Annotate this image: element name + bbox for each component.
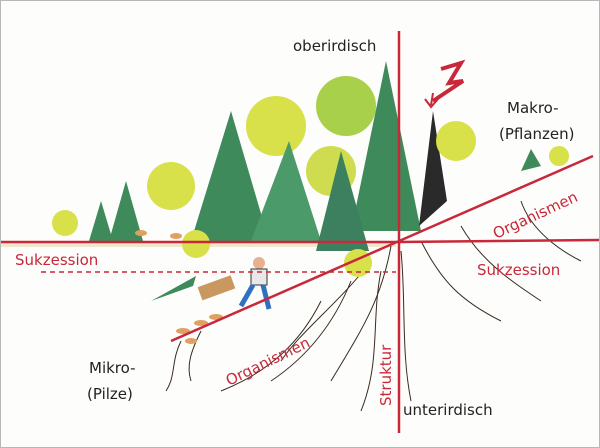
lightning-icon bbox=[431, 59, 466, 103]
arrow-icon bbox=[424, 92, 439, 109]
conifer-tree bbox=[251, 141, 321, 241]
label-micro-fungi: (Pilze) bbox=[87, 385, 133, 403]
deciduous-tree bbox=[436, 121, 476, 161]
label-macro: Makro- bbox=[507, 99, 559, 117]
deciduous-tree bbox=[316, 76, 376, 136]
label-above-ground: oberirdisch bbox=[293, 37, 376, 55]
horizontal-axis-right bbox=[398, 238, 599, 244]
label-below-ground: unterirdisch bbox=[403, 401, 493, 419]
conifer-tree bbox=[316, 151, 369, 251]
lumberjack bbox=[238, 257, 272, 310]
conifer-tree bbox=[351, 61, 421, 231]
deciduous-tree bbox=[549, 146, 569, 166]
label-organisms-bottom: Organismen bbox=[223, 333, 313, 389]
bush bbox=[182, 230, 210, 258]
deciduous-tree bbox=[52, 210, 78, 236]
deciduous-tree bbox=[246, 96, 306, 156]
dead-conifer bbox=[419, 111, 447, 226]
conifer-tree bbox=[191, 111, 269, 241]
label-succession-left: Sukzession bbox=[15, 251, 98, 269]
label-micro: Mikro- bbox=[89, 359, 136, 377]
conifer-tree bbox=[109, 181, 143, 241]
label-macro-plants: (Pflanzen) bbox=[499, 125, 575, 143]
label-structure: Struktur bbox=[377, 344, 395, 406]
diagonal-axis bbox=[170, 154, 594, 343]
axes bbox=[1, 31, 599, 433]
trees bbox=[52, 61, 569, 344]
deciduous-tree bbox=[147, 162, 195, 210]
roots bbox=[165, 200, 582, 412]
conifer-tree bbox=[521, 149, 541, 171]
logs bbox=[197, 275, 236, 301]
conifer-tree bbox=[89, 201, 113, 241]
label-succession-right: Sukzession bbox=[477, 261, 560, 279]
felled-tree bbox=[151, 276, 196, 301]
